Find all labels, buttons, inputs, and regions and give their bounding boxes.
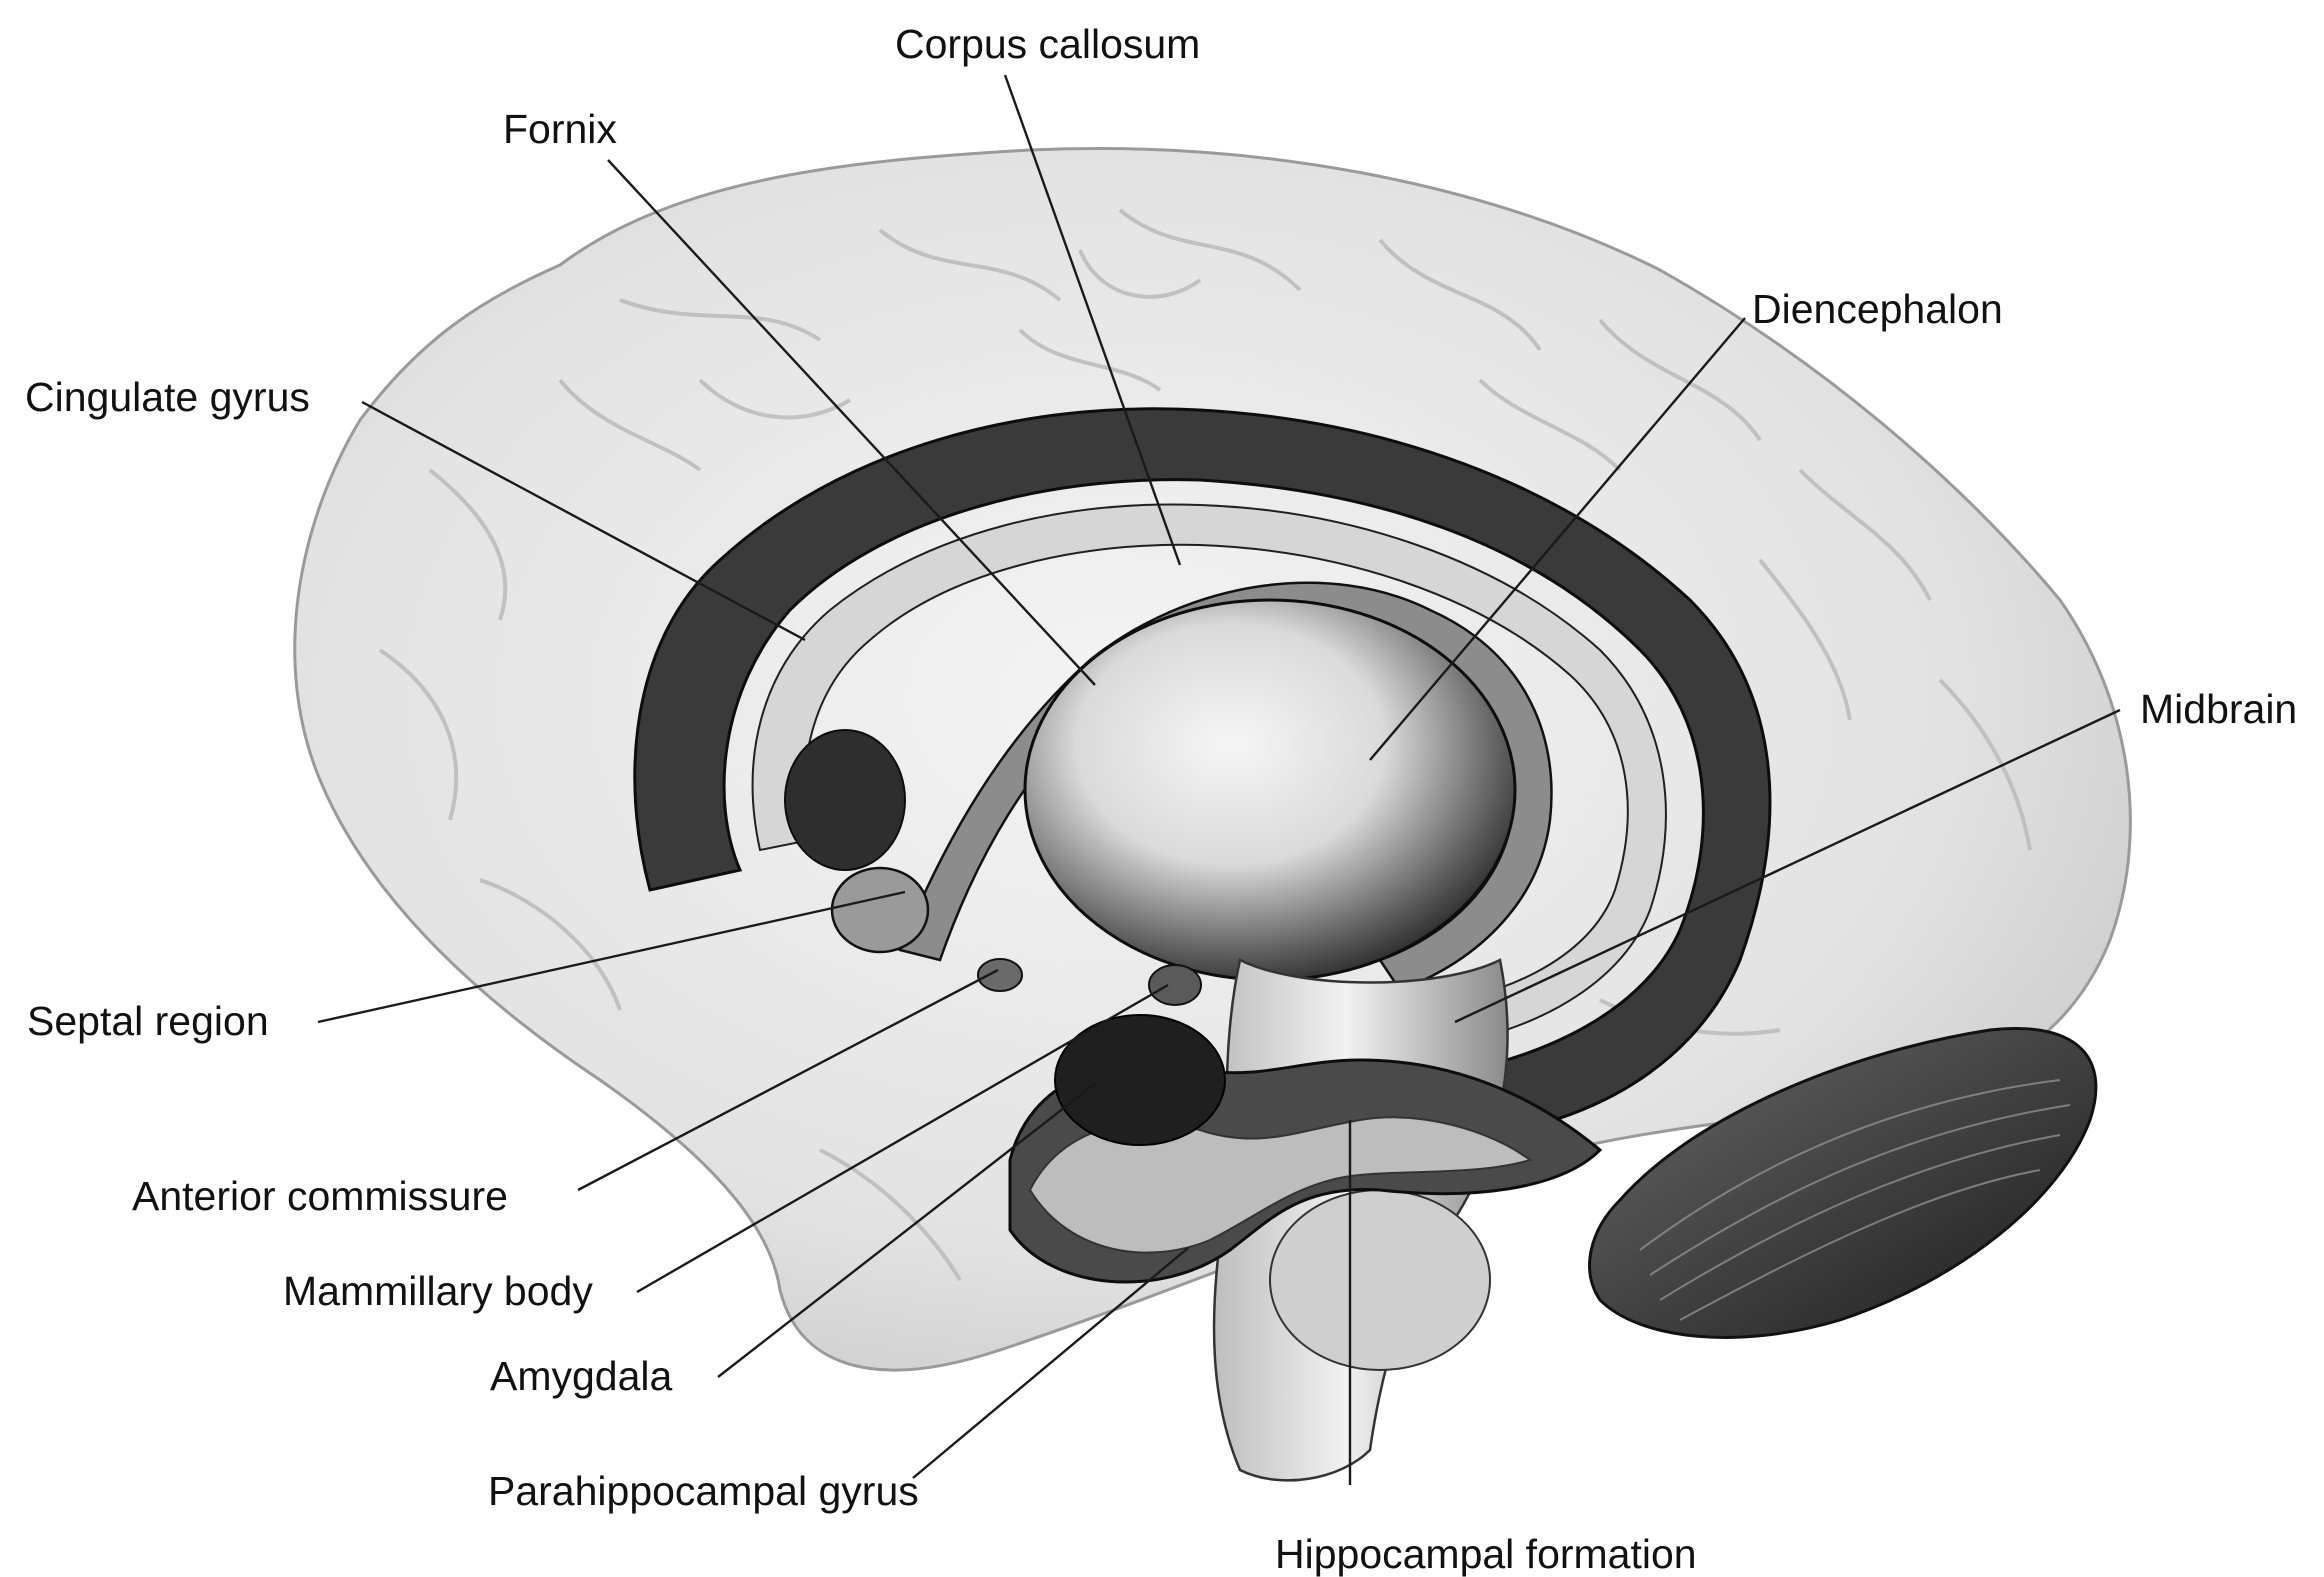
label-amygdala: Amygdala (490, 1353, 673, 1399)
label-diencephalon: Diencephalon (1752, 286, 2003, 332)
pons-shape (1270, 1190, 1490, 1370)
label-septal-region: Septal region (27, 998, 269, 1044)
diencephalon-shape (1025, 600, 1515, 980)
label-midbrain: Midbrain (2140, 686, 2297, 732)
label-parahippocampal-gyrus: Parahippocampal gyrus (488, 1468, 919, 1514)
label-fornix: Fornix (503, 106, 617, 152)
label-cingulate-gyrus: Cingulate gyrus (25, 374, 310, 420)
mammillary-body-shape (1149, 965, 1201, 1005)
label-anterior-commissure: Anterior commissure (132, 1173, 508, 1219)
label-hippocampal-formation: Hippocampal formation (1275, 1531, 1697, 1577)
label-corpus-callosum: Corpus callosum (895, 21, 1200, 67)
anterior-commissure-shape (978, 959, 1022, 991)
label-mammillary-body: Mammillary body (283, 1268, 593, 1314)
anterior-nucleus-shape (785, 730, 905, 870)
septal-region-shape (832, 868, 928, 952)
